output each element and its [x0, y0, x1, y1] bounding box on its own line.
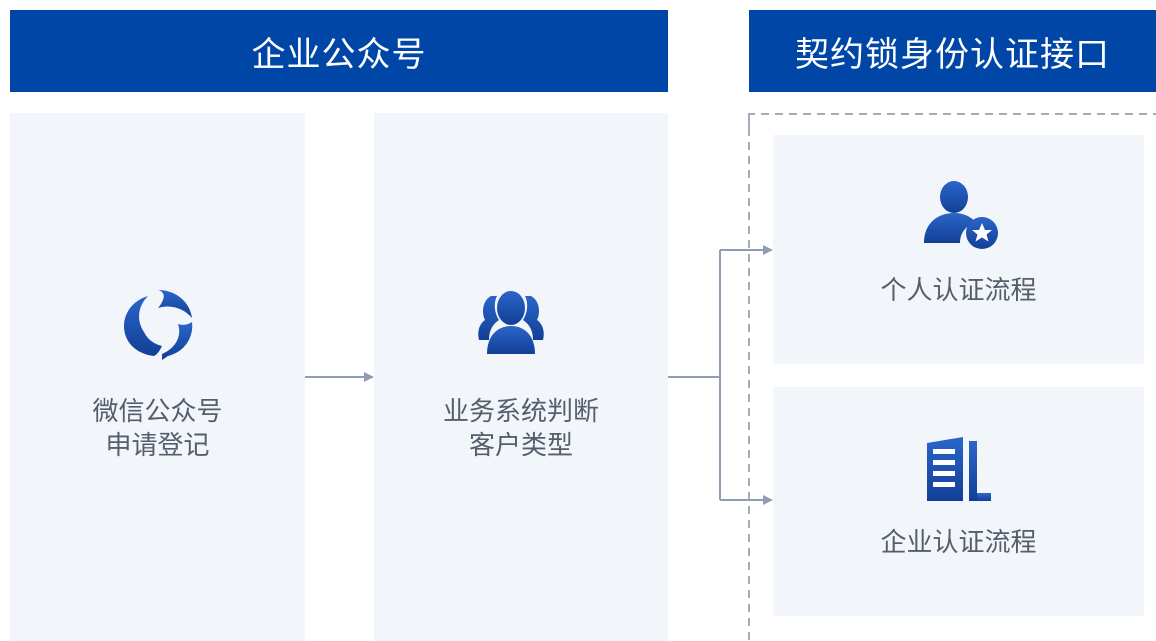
business-step-label: 业务系统判断 客户类型	[374, 396, 668, 464]
business-step-line1: 业务系统判断	[442, 397, 599, 427]
building-icon	[927, 437, 991, 501]
wechat-registration-panel: 微信公众号 申请登记	[10, 113, 305, 641]
wechat-logo-icon	[124, 290, 193, 360]
wechat-step-label: 微信公众号 申请登记	[10, 396, 305, 464]
person-star-icon	[924, 181, 998, 249]
wechat-step-line1: 微信公众号	[92, 397, 223, 427]
api-section-dashed-border	[748, 113, 1156, 130]
business-system-panel: 业务系统判断 客户类型	[374, 113, 668, 641]
enterprise-account-header: 企业公众号	[10, 10, 668, 92]
personal-auth-panel: 个人认证流程	[773, 135, 1144, 364]
wechat-step-line2: 申请登记	[105, 430, 210, 461]
business-step-line2: 客户类型	[468, 430, 573, 461]
personal-auth-label: 个人认证流程	[880, 276, 1037, 306]
users-group-icon	[478, 291, 544, 354]
qiyuesuo-auth-api-header: 契约锁身份认证接口	[749, 10, 1156, 92]
enterprise-auth-label: 企业认证流程	[880, 528, 1037, 558]
enterprise-auth-panel: 企业认证流程	[773, 387, 1144, 616]
